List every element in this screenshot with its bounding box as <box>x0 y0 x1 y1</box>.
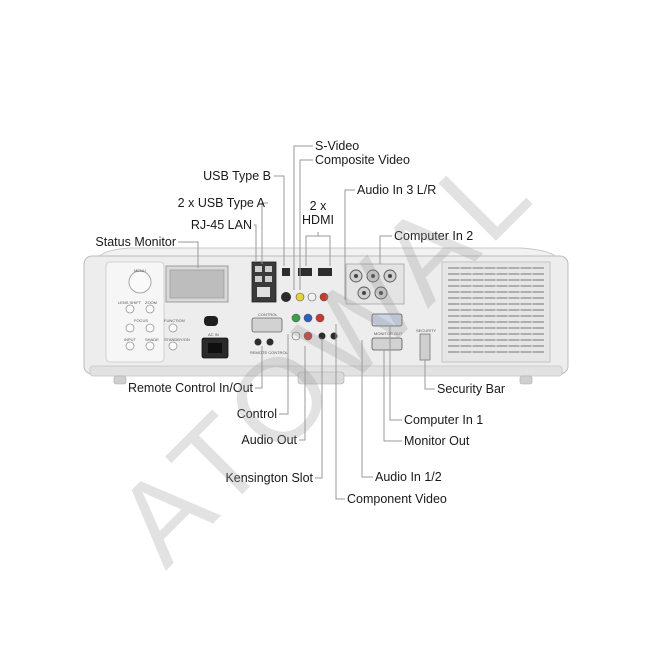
panel-lens-shift-text: LENS SHIFT <box>118 300 142 305</box>
panel-monitor-out-text: MONITOR OUT <box>374 331 403 336</box>
remote-audio-jacks <box>254 338 274 346</box>
panel-ac-in-text: AC IN <box>208 332 219 337</box>
status-monitor-screen <box>169 269 225 299</box>
panel-focus-text: FOCUS <box>134 318 148 323</box>
computer-in-1-port <box>371 313 403 327</box>
panel-menu-text: MENU <box>134 268 146 273</box>
label-audio-in-3: Audio In 3 L/R <box>357 183 437 197</box>
label-security-bar: Security Bar <box>437 382 506 396</box>
label-hdmi: HDMI <box>302 213 334 227</box>
label-computer-in-1: Computer In 1 <box>404 413 484 427</box>
security-bar <box>419 333 431 361</box>
ac-inlet-socket <box>208 343 222 353</box>
menu-button <box>128 270 152 294</box>
foot-left <box>113 375 127 385</box>
label-computer-in-2: Computer In 2 <box>394 229 474 243</box>
usb-b-port <box>282 268 290 276</box>
vent-dividers <box>459 264 533 358</box>
leader-lines <box>178 145 435 500</box>
label-status-monitor: Status Monitor <box>95 235 176 249</box>
foot-right <box>519 375 533 385</box>
remote-sensor <box>204 316 218 326</box>
label-remote-control: Remote Control In/Out <box>127 381 253 395</box>
label-kensington-slot: Kensington Slot <box>225 471 313 485</box>
component-jacks <box>291 313 338 341</box>
panel-input-text: INPUT <box>124 337 136 342</box>
rca-jacks-top <box>295 292 329 302</box>
panel-standby-text: STANDBY/ON <box>164 337 190 342</box>
panel-control-text: CONTROL <box>258 312 278 317</box>
panel-remote-text: REMOTE CONTROL <box>250 350 288 355</box>
label-usb-type-b: USB Type B <box>203 169 271 183</box>
hdmi-port-1 <box>298 268 312 276</box>
label-hdmi-count: 2 x <box>309 199 327 213</box>
panel-security-text: SECURITY <box>416 328 437 333</box>
label-composite-video: Composite Video <box>315 153 410 167</box>
label-audio-out: Audio Out <box>241 433 297 447</box>
control-port <box>251 317 283 333</box>
s-video-port <box>281 292 291 302</box>
panel-shade-text: SHADE <box>145 337 159 342</box>
label-control: Control <box>236 407 277 421</box>
label-rj45-lan: RJ-45 LAN <box>190 218 252 232</box>
foot-center <box>297 371 345 385</box>
label-s-video: S-Video <box>315 139 360 153</box>
label-audio-in-12: Audio In 1/2 <box>375 470 442 484</box>
hdmi-port-2 <box>318 268 332 276</box>
label-usb-type-a: 2 x USB Type A <box>177 196 265 210</box>
panel-function-text: FUNCTION <box>164 318 185 323</box>
panel-zoom-text: ZOOM <box>145 300 157 305</box>
label-monitor-out: Monitor Out <box>404 434 470 448</box>
panel-buttons <box>125 304 178 351</box>
monitor-out-port <box>371 337 403 351</box>
label-component-video: Component Video <box>347 492 447 506</box>
